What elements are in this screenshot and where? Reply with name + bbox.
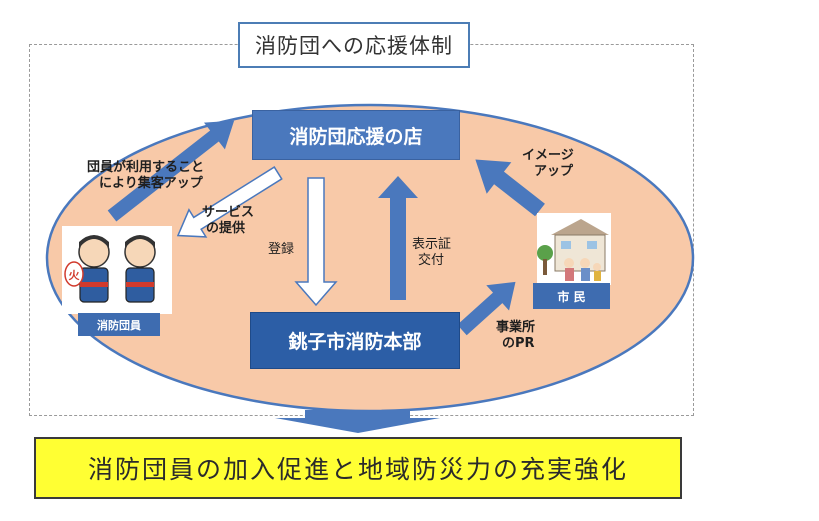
label-pr-line2: のPR [502,335,535,351]
label-pr: 事業所 のPR [496,320,535,351]
result-banner: 消防団員の加入促進と地域防災力の充実強化 [34,437,682,499]
label-image: イメージ アップ [522,148,574,179]
node-fire-corps: 消防団員 [78,313,160,336]
label-service-line1: サービス [202,205,255,220]
arrow-store-to-corps [176,166,283,238]
arrow-corps-to-store [107,120,235,222]
label-sign: 表示証 交付 [412,237,451,268]
label-image-line1: イメージ [522,148,574,163]
label-pr-line1: 事業所 [496,320,536,335]
arrow-hq-to-store [378,176,418,300]
arrow-hq-to-citizens [457,281,516,336]
arrow-to-result [275,410,440,433]
label-image-line2: アップ [534,163,574,179]
arrow-store-to-hq [294,177,338,307]
label-sign-line1: 表示証 [412,237,452,252]
node-store: 消防団応援の店 [252,110,460,160]
diagram-title: 消防団への応援体制 [238,22,470,68]
arrow-citizens-to-store [475,159,545,217]
citizens-illustration [537,213,611,285]
label-register: 登録 [268,242,295,257]
label-customers-line1: 団員が利用すること [87,160,205,175]
label-service: サービス の提供 [202,205,254,236]
label-customers-line2: により集客アップ [99,175,203,191]
node-hq: 銚子市消防本部 [250,312,460,369]
label-customers: 団員が利用すること により集客アップ [87,160,204,191]
node-citizens: 市 民 [533,283,610,309]
fire-corps-illustration: 火 [62,226,172,314]
fire-badge-text: 火 [69,269,81,282]
label-service-line2: の提供 [206,220,246,236]
label-sign-line2: 交付 [418,252,445,268]
